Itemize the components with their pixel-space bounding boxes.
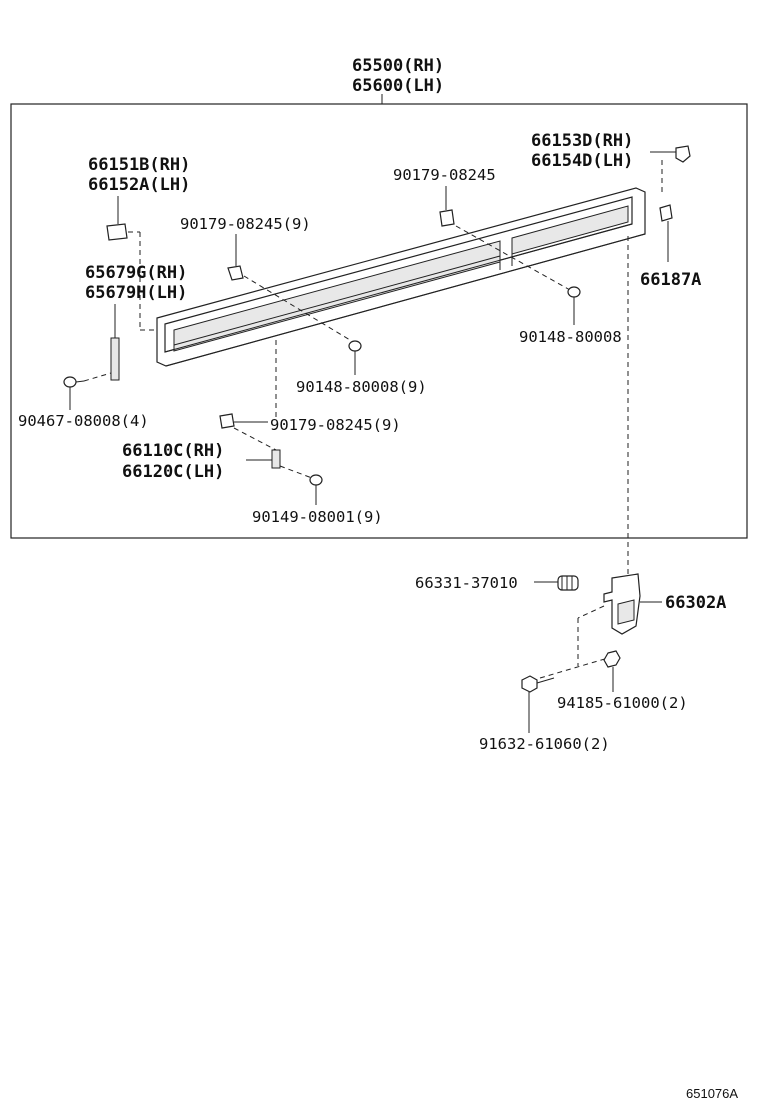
callout-plate-lh: 65679H(LH) xyxy=(85,283,187,303)
callout-latch: 66302A xyxy=(665,593,726,613)
callout-bracket2-lh: 66120C(LH) xyxy=(122,462,224,482)
callout-bolt: 91632-61060(2) xyxy=(479,735,610,753)
callout-screw-lower: 90149-08001(9) xyxy=(252,508,383,526)
figure-code: 651076A xyxy=(686,1086,738,1101)
callout-clip-top-center: 90179-08245 xyxy=(393,166,496,184)
callout-clip-lower: 90179-08245(9) xyxy=(270,416,401,434)
callout-clip-left: 90179-08245(9) xyxy=(180,215,311,233)
hinge-part xyxy=(650,145,691,192)
callout-hinge-rh: 66153D(RH) xyxy=(531,131,633,151)
plate-part xyxy=(110,304,120,381)
callout-garnish-rh: 65500(RH) xyxy=(352,56,444,76)
stopper-part xyxy=(659,204,673,262)
callout-hinge-lh: 66154D(LH) xyxy=(531,151,633,171)
bolt-nut-group xyxy=(521,605,621,733)
lower-fastener-group xyxy=(219,340,323,505)
callout-bracket-rh: 66151B(RH) xyxy=(88,155,190,175)
callout-nut: 94185-61000(2) xyxy=(557,694,688,712)
clip-part-center xyxy=(439,186,571,291)
rivet-part xyxy=(63,372,112,410)
callout-garnish-lh: 65600(LH) xyxy=(352,76,444,96)
screw-part-center xyxy=(348,340,362,375)
screw-part-right xyxy=(567,286,581,325)
callout-stopper: 66187A xyxy=(640,270,701,290)
callout-bracket2-rh: 66110C(RH) xyxy=(122,441,224,461)
callout-plate-rh: 65679G(RH) xyxy=(85,263,187,283)
callout-bracket-lh: 66152A(LH) xyxy=(88,175,190,195)
callout-screw-center: 90148-80008(9) xyxy=(296,378,427,396)
callout-rivet: 90467-08008(4) xyxy=(18,412,149,430)
callout-cushion: 66331-37010 xyxy=(415,574,518,592)
callout-screw-right: 90148-80008 xyxy=(519,328,622,346)
latch-part xyxy=(603,573,662,635)
clip-part-left xyxy=(227,234,351,341)
assembly-frame xyxy=(10,103,748,539)
cushion-part xyxy=(534,575,579,591)
garnish-panel xyxy=(156,187,646,367)
bracket-part-left xyxy=(106,196,158,331)
